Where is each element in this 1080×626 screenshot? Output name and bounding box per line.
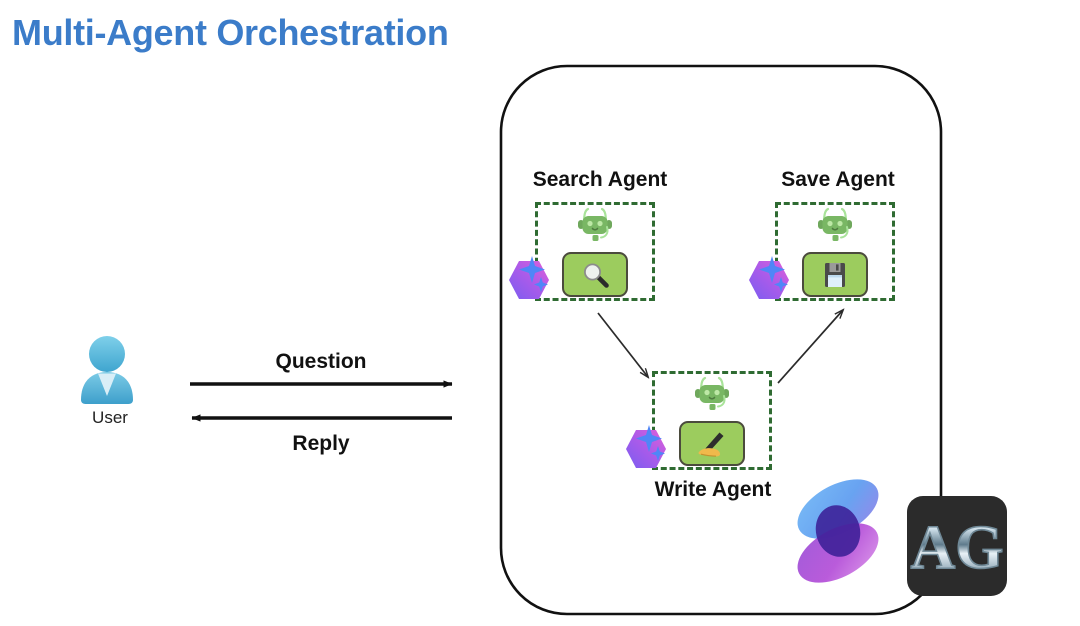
robot-head-icon <box>695 376 729 410</box>
writing-hand-icon <box>698 432 724 457</box>
search-agent-box[interactable] <box>535 202 655 301</box>
autogen-logo-text: AG <box>911 514 1004 582</box>
autogen-ag-icon[interactable]: AG <box>905 494 1009 598</box>
copilot-hexagon-icon <box>509 256 549 299</box>
user-label: User <box>92 408 128 427</box>
copilot-hexagon-icon <box>749 256 789 299</box>
save-agent-tool-card[interactable] <box>802 252 868 297</box>
save-agent-title: Save Agent <box>781 168 895 191</box>
robot-head-icon <box>578 207 612 241</box>
write-agent-box[interactable] <box>652 371 772 470</box>
search-agent-title: Search Agent <box>532 168 668 191</box>
write-agent-title: Write Agent <box>654 478 772 501</box>
page-title: Multi-Agent Orchestration <box>12 12 449 53</box>
magnifying-glass-icon <box>584 263 609 288</box>
search-agent-tool-card[interactable] <box>562 252 628 297</box>
save-agent-box[interactable] <box>775 202 895 301</box>
user-node: User <box>62 334 158 428</box>
flow-label-question: Question <box>275 350 367 373</box>
robot-head-icon <box>818 207 852 241</box>
semantic-kernel-infinity-icon <box>797 479 879 583</box>
write-agent-tool-card[interactable] <box>679 421 745 466</box>
flow-label-reply: Reply <box>292 432 350 455</box>
copilot-hexagon-icon <box>626 425 666 468</box>
floppy-disk-icon <box>825 262 845 287</box>
